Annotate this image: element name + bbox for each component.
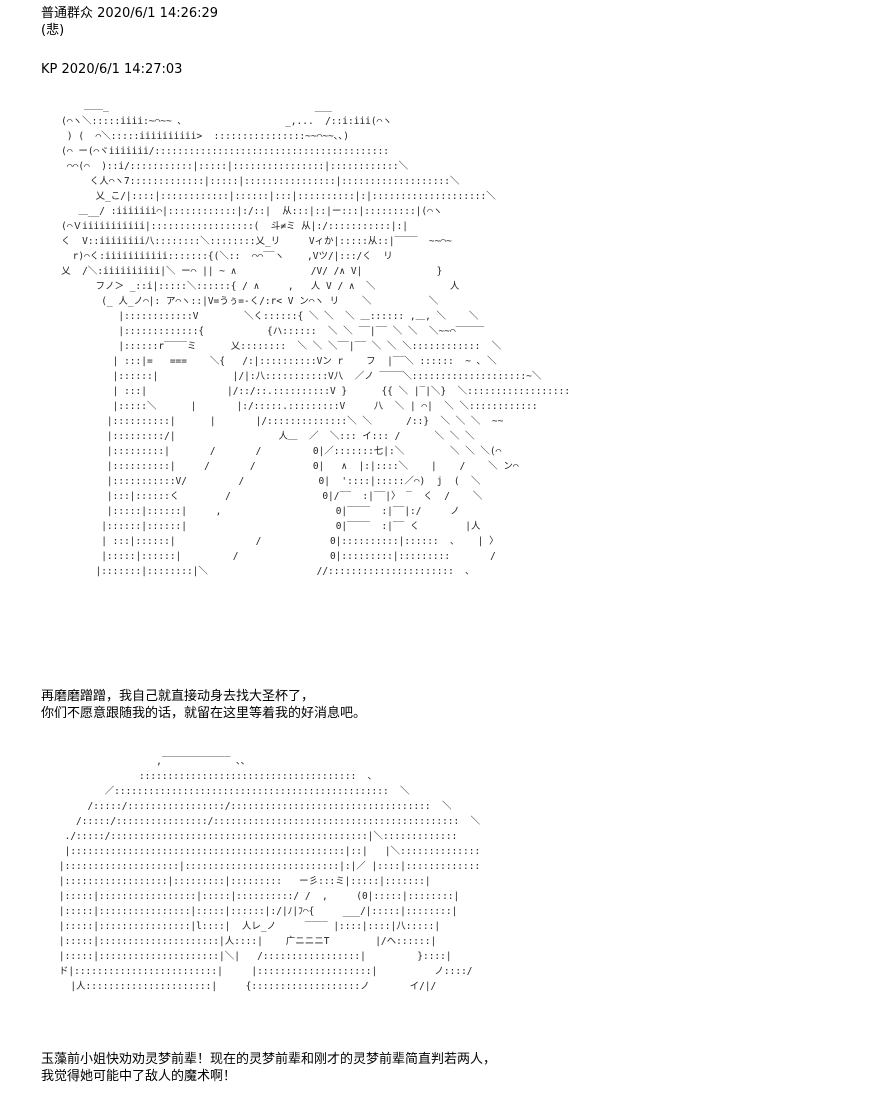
art-line: |:::::::::/| 人＿ ／ ＼::: イ::: / ＼ ＼ ＼ [44, 431, 475, 442]
art-line: ＿＿_ ___ [44, 101, 332, 112]
ascii-art-character-closeup: ,‾‾‾‾‾‾‾‾‾‾‾‾ ､､ :::::::::::::::::::::::… [36, 754, 481, 1044]
art-line: |::::::|::::::| 0|‾‾‾‾ :|‾‾ く |人 [44, 521, 481, 532]
art-line: (⌒ ー(⌒ヾiiiiiii/:::::::::::::::::::::::::… [44, 146, 390, 157]
art-line: /:::::/:::::::::::::::::/:::::::::::::::… [36, 801, 452, 812]
art-line: 乂_こ/|::::|::::::::::::|::::::|:::|::::::… [44, 191, 496, 202]
art-line: :::::::::::::::::::::::::::::::::::::: ､ [36, 771, 373, 782]
art-line: |:::::|::::::| / 0|:::::::::|::::::::: / [44, 551, 496, 562]
message-body: (悲) [41, 23, 65, 38]
art-line: 乂 /＼:iiiiiiiiii|＼ ー⌒ || ~ ∧ /V/ /∧ V| } [44, 266, 443, 277]
art-line: |::::::r‾‾‾‾ミ 乂:::::::: ＼ ＼ ＼‾‾|‾‾ ＼ ＼ ＼… [44, 341, 502, 352]
art-line: く人⌒ヽ7:::::::::::::|:::::|:::::::::::::::… [44, 176, 460, 187]
art-line: ./:::::/::::::::::::::::::::::::::::::::… [36, 831, 458, 842]
art-line: |:::::|::::::| , 0|‾‾‾‾ :|‾‾|:/ ノ [44, 506, 460, 517]
art-line: |:::::::::::::{ {ハ:::::: ＼ ＼ ‾‾|‾‾ ＼ ＼ ＼… [44, 326, 485, 337]
art-line: |:::|::::::く / 0|/‾‾ :|‾‾|〉 ‾ く / ＼ [44, 491, 483, 502]
art-line: |人::::::::::::::::::::::| {:::::::::::::… [36, 981, 437, 992]
art-line: |::::::::::| | |/::::::::::::::＼ ＼ /::} … [44, 416, 504, 427]
art-line: |:::::::|::::::::|＼ //::::::::::::::::::… [44, 566, 471, 577]
art-line: ド|:::::::::::::::::::::::::| |::::::::::… [36, 966, 473, 977]
narration-text: 再磨磨蹭蹭，我自己就直接动身去找大圣杯了， 你们不愿意跟随我的话，就留在这里等着我… [41, 688, 366, 722]
art-line: ,‾‾‾‾‾‾‾‾‾‾‾‾ ､､ [36, 756, 246, 767]
art-line: |:::::::::| / / 0|／:::::::七|:＼ ＼ ＼ ＼(⌒ [44, 446, 502, 457]
art-line: |::::::::::::V ＼く::::::{ ＼ ＼ ＼ ＿:::::: ,… [44, 311, 479, 322]
art-line: |::::::::::| / / 0| ∧ |:|::::＼ | / ＼ ン⌒ [44, 461, 519, 472]
timestamp: 2020/6/1 14:27:03 [61, 62, 183, 77]
ascii-art-character-standing: ＿＿_ ___ (⌒ヽ＼:::::iiii:~⌒~~ ､ _,... /::i:… [44, 99, 571, 677]
art-line: (⌒Ｖiiiiiiiiiii|::::::::::::::::::( 斗≠ミ 从… [44, 221, 409, 232]
art-line: ⌒⌒(⌒ )::i/:::::::::::|:::::|::::::::::::… [44, 161, 409, 172]
art-line: |:::::|::::::::::::::::|:::::|::::::|:/|… [36, 906, 458, 917]
speaker-name: KP [41, 62, 58, 77]
narration-line: 我觉得她可能中了敌人的魔术啊！ [41, 1069, 237, 1084]
art-line: |:::::::::::V/ / 0| '::::|:::::／⌒) j ( ＼ [44, 476, 481, 487]
timestamp: 2020/6/1 14:26:29 [97, 6, 219, 21]
narration-line: 玉藻前小姐快劝劝灵梦前辈！现在的灵梦前辈和刚才的灵梦前辈简直判若两人， [41, 1052, 497, 1067]
art-line: | :::| |/::/::.::::::::::V } {{ ＼ |‾|＼} … [44, 386, 571, 397]
art-line: |::::::::::::::::::::|::::::::::::::::::… [36, 861, 481, 872]
art-line: |:::::|::::::::::::::::|l::::| 人レ_ノ ‾‾‾‾… [36, 921, 441, 932]
art-line: r)⌒く:iiiiiiiiiii:::::::{(＼:: ⌒⌒‾‾ヽ ,Vツ/|… [44, 251, 393, 262]
art-line: | :::|::::::| / 0|::::::::::|:::::: ､ | … [44, 536, 499, 547]
narration-text: 玉藻前小姐快劝劝灵梦前辈！现在的灵梦前辈和刚才的灵梦前辈简直判若两人， 我觉得她可… [41, 1051, 496, 1085]
art-line: (_ 人_ノ⌒|: ア⌒ヽ::|V=うぅ=-く/:r< V ン⌒ヽ リ ＼ ＼ [44, 296, 439, 307]
art-line: |:::::|:::::::::::::::::|:::::|:::::::::… [36, 891, 460, 902]
art-line: ) ( ⌒＼:::::iiiiiiiiii> ::::::::::::::::~… [44, 131, 349, 142]
message-header: 普通群众 2020/6/1 14:26:29 [41, 6, 218, 21]
art-line: フノ＞ _::i|:::::＼::::::{ / ∧ , 人 V / ∧ ＼ 人 [44, 281, 460, 292]
art-line: /:::::/::::::::::::::::/::::::::::::::::… [36, 816, 481, 827]
message-header: KP 2020/6/1 14:27:03 [41, 62, 182, 77]
art-line: |:::::::::::::::::::::::::::::::::::::::… [36, 846, 481, 857]
art-line: |:::::|:::::::::::::::::::::|＼| /:::::::… [36, 951, 452, 962]
art-line: ／:::::::::::::::::::::::::::::::::::::::… [36, 786, 410, 797]
art-line: |::::::::::::::::::|:::::::::|::::::::: … [36, 876, 431, 887]
narration-line: 你们不愿意跟随我的话，就留在这里等着我的好消息吧。 [41, 706, 367, 721]
art-line: ＿__/ :iiiiiii⌒|::::::::::::|:/::| 从:::|:… [44, 206, 443, 217]
art-line: |:::::|:::::::::::::::::::::|人::::| 广ニニニ… [36, 936, 437, 947]
art-line: |::::::| |/|:八:::::::::::V八 ／ノ ‾‾‾‾＼::::… [44, 371, 542, 382]
art-line: く V::iiiiiiii八::::::::＼::::::::乂_リ Vィか|:… [44, 236, 452, 247]
art-line: (⌒ヽ＼:::::iiii:~⌒~~ ､ _,... /::i:iii(⌒ヽ [44, 116, 392, 127]
art-line: | :::|= === ＼{ /:|::::::::::Vン r フ |‾‾＼ … [44, 356, 497, 367]
speaker-name: 普通群众 [41, 6, 94, 21]
narration-line: 再磨磨蹭蹭，我自己就直接动身去找大圣杯了， [41, 689, 315, 704]
art-line: |:::::＼ | |:/:::::.:::::::::V 八 ＼ | ⌒| ＼… [44, 401, 538, 412]
